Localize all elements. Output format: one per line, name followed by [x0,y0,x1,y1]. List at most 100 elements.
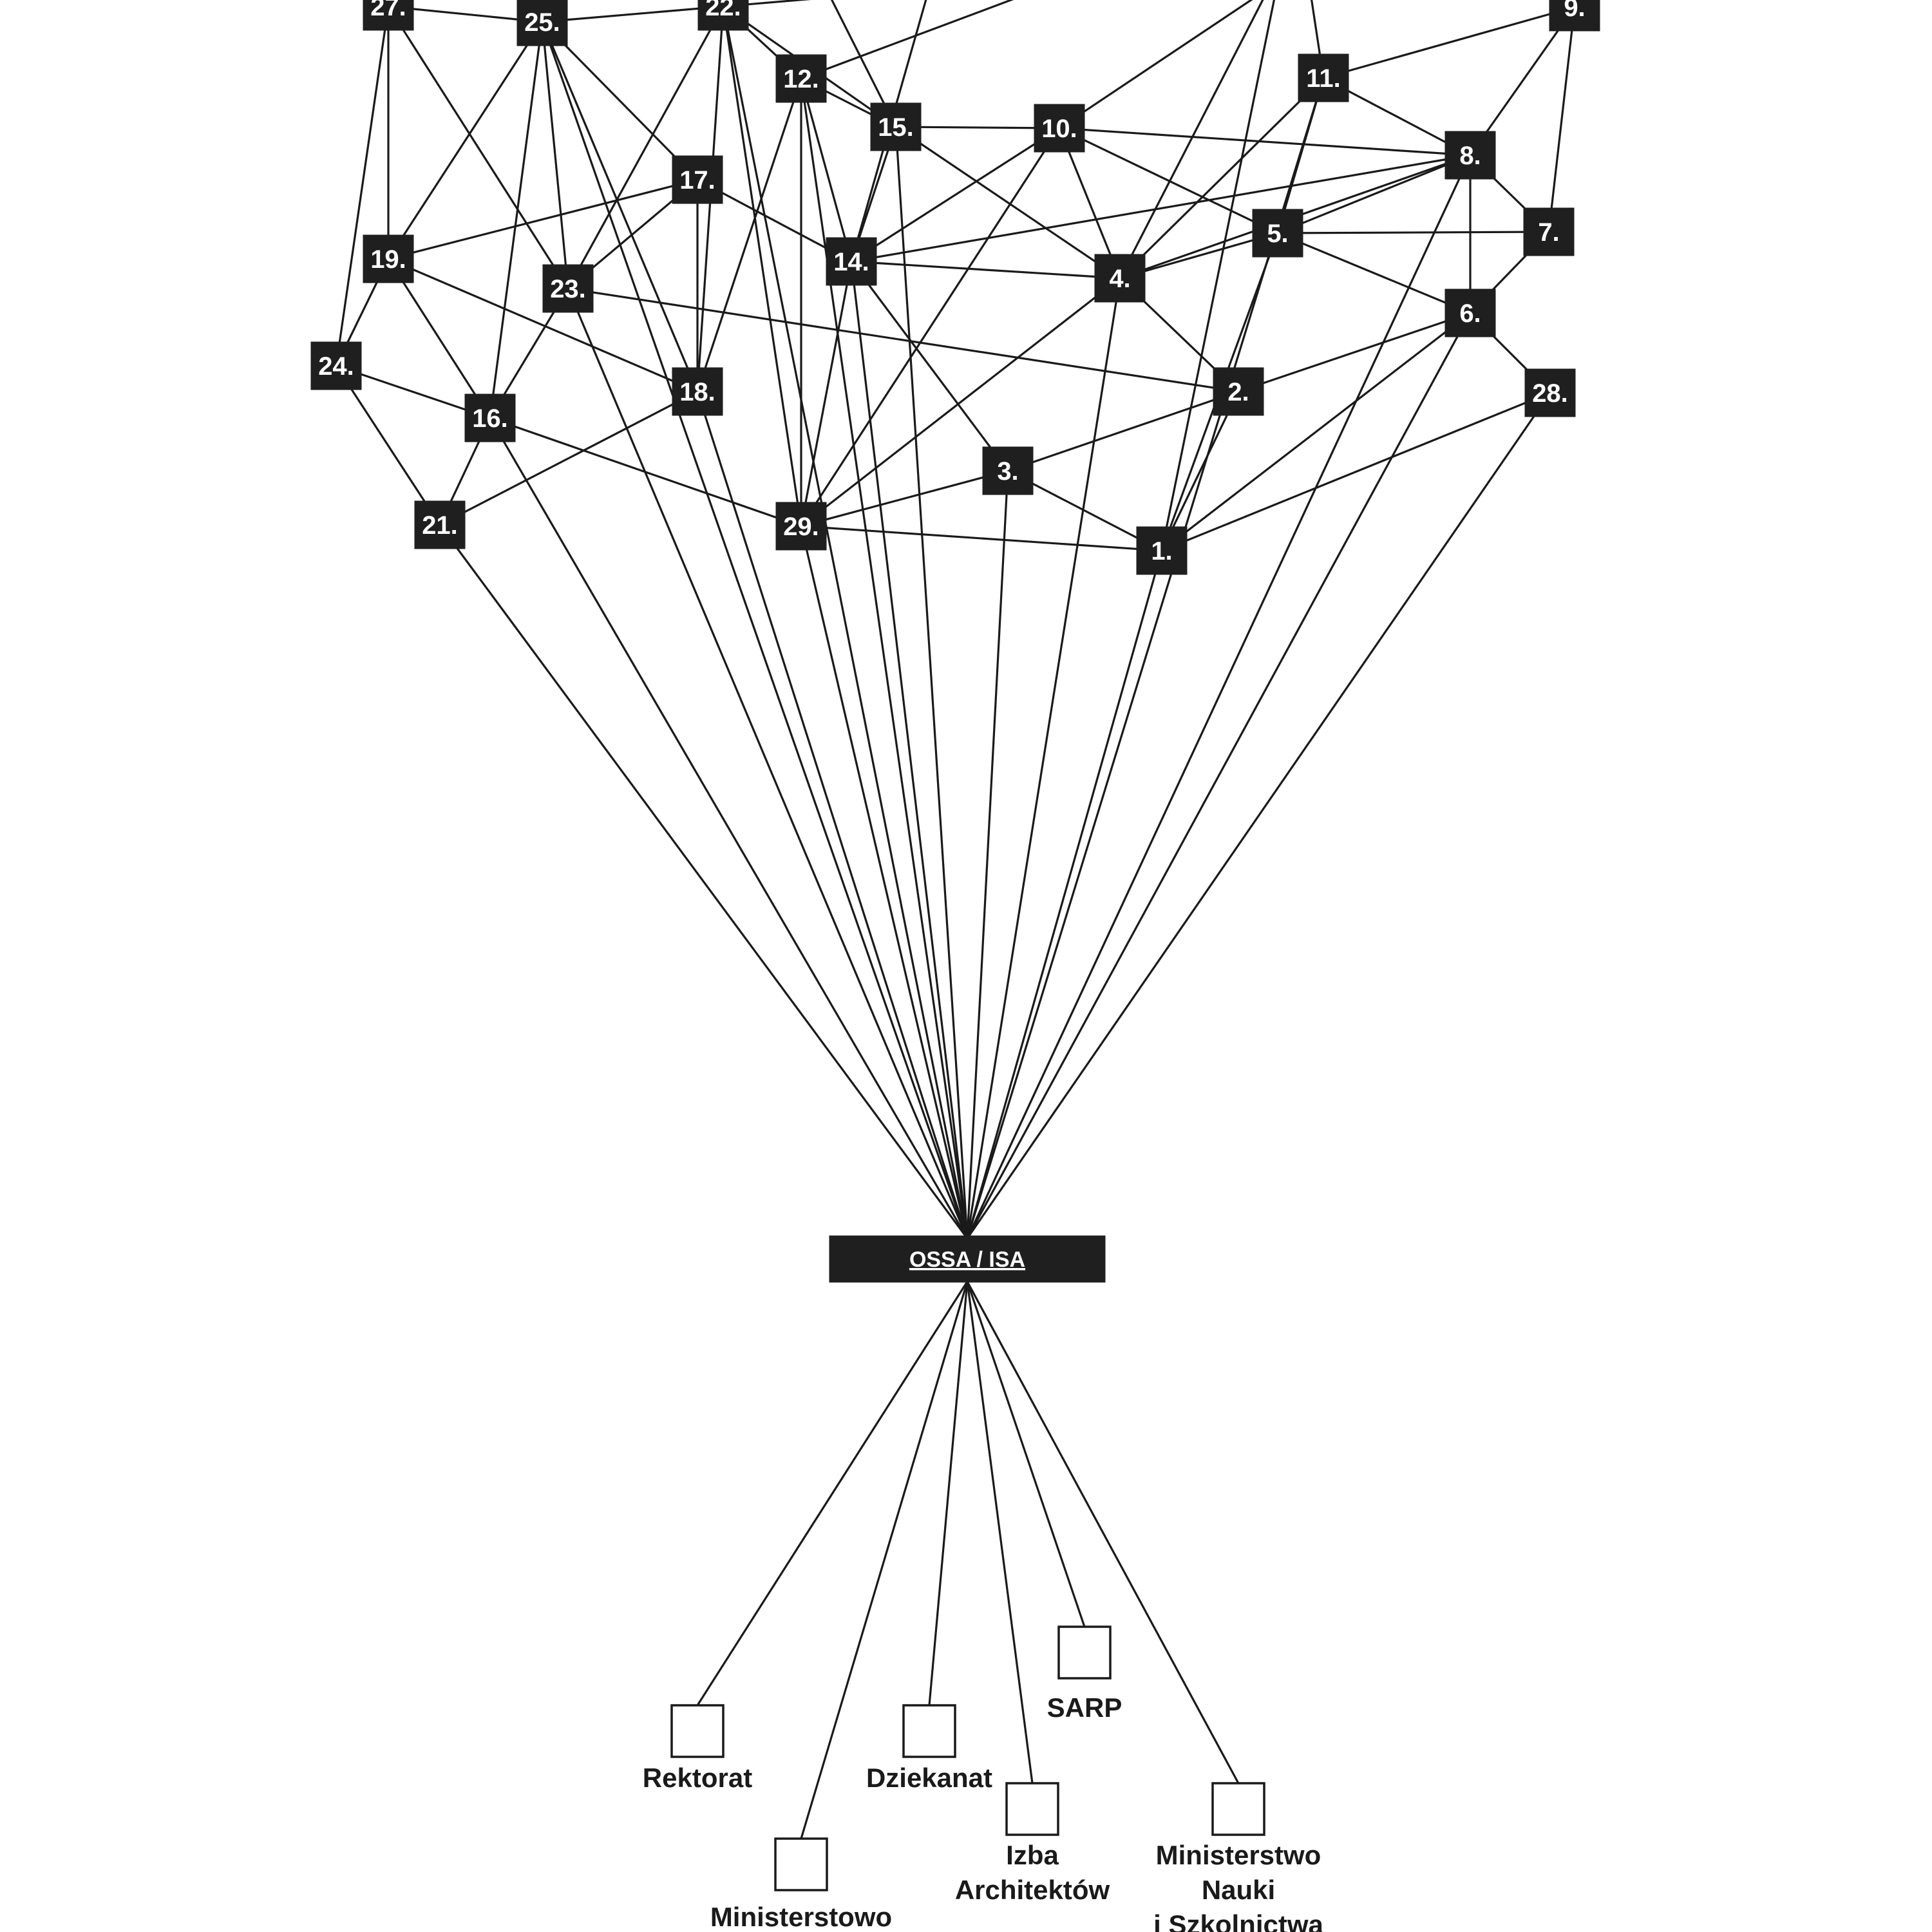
hub-layer: OSSA / ISA [829,1235,1106,1283]
edge-11-hub [966,77,1325,1239]
edge-10-14 [851,127,1060,263]
external-label: Dziekanat [866,1763,992,1793]
node-28: 28. [1524,368,1576,417]
node-label: 18. [679,378,715,406]
edge-25-22 [542,5,724,23]
node-box [1523,207,1575,256]
external-label: Rektorat [643,1763,752,1793]
edges-layer [335,0,1576,1839]
node-12: 12. [775,54,827,103]
external-label: SARP [1047,1692,1122,1723]
edge-25-18 [541,21,699,392]
node-box [414,500,466,549]
external-box [1005,1782,1059,1836]
node-10: 10. [1034,104,1085,153]
external-box [1211,1782,1265,1836]
edge-5-6 [1277,232,1471,314]
node-box [542,264,594,313]
external-box [670,1704,724,1758]
edge-hub-ministerstwo-nauki [966,1281,1240,1784]
edge-1-28 [1161,392,1551,552]
edge-14-4 [851,260,1121,279]
node-21: 21. [414,500,466,549]
node-25: 25. [516,0,568,46]
node-box [1444,131,1496,180]
external-ministerstowo: Ministerstowo [710,1837,892,1932]
external-label: Izba [1006,1840,1059,1870]
edge-8-hub [966,155,1472,1239]
node-box [1094,254,1146,303]
edge-22-hub [722,6,969,1239]
edge-29-3 [800,469,1009,527]
external-label: Ministerstowo [710,1902,892,1932]
edge-19-18 [388,258,698,393]
node-9: 9. [1549,0,1600,32]
node-label: 17. [679,166,715,194]
node-17: 17. [672,155,723,204]
node-label: 3. [997,457,1018,486]
edge-10-5 [1059,127,1278,234]
node-27: 27. [363,0,414,31]
node-6: 6. [1444,289,1496,337]
edge-25-19 [387,21,544,260]
edge-27-25 [388,5,543,23]
edge-9-8 [1469,6,1576,156]
edge-21-hub [439,524,969,1239]
edge-1-offscreen [1160,0,1276,551]
node-4: 4. [1094,254,1146,303]
node-5: 5. [1252,209,1303,258]
external-box [902,1704,956,1758]
node-8: 8. [1444,131,1496,180]
edge-10-offscreen [1059,0,1253,129]
node-box [1444,289,1496,337]
node-22: 22. [697,0,749,31]
edge-8-14 [851,154,1471,263]
edge-25-16 [489,21,544,419]
edge-22-23 [567,6,724,289]
edge-9-7 [1548,6,1576,232]
node-box [1252,209,1303,258]
node-label: 8. [1459,142,1481,170]
edge-6-1 [1161,312,1471,552]
edge-hub-ministerstowo [800,1281,969,1839]
edge-29-1 [800,525,1162,552]
edge-25-hub [541,21,969,1239]
edge-12-14 [800,78,853,262]
edge-28-hub [966,392,1551,1239]
node-box [363,234,414,283]
edge-27-23 [387,6,569,289]
node-23: 23. [542,264,594,313]
edge-4-29 [800,277,1121,527]
node-box [826,237,877,286]
edge-14-3 [850,261,1009,471]
hub-label: OSSA / ISA [909,1247,1025,1272]
external-label: Architektów [955,1875,1110,1905]
external-box [1057,1625,1112,1680]
node-label: 9. [1564,0,1585,22]
node-label: 27. [370,0,406,21]
edge-14-29 [800,261,853,527]
external-label: Ministerstwo [1156,1840,1321,1870]
edge-24-16 [336,365,491,419]
edge-4-offscreen [1119,0,1264,279]
node-box [1524,368,1576,417]
node-box [516,0,568,46]
edge-16-hub [489,417,969,1239]
edge-3-hub [966,470,1009,1239]
node-label: 4. [1109,265,1130,293]
edge-22-offscreen [723,0,811,8]
node-label: 16. [472,404,508,433]
edge-27-24 [335,6,390,366]
node-box [982,446,1034,495]
node-19: 19. [363,234,414,283]
edge-6-2 [1238,312,1471,393]
node-box [775,54,827,103]
node-label: 21. [422,511,458,540]
node-7: 7. [1523,207,1575,256]
edge-12-18 [696,78,802,392]
edge-6-hub [966,312,1472,1239]
edge-23-hub [567,288,969,1239]
edge-19-16 [387,258,491,419]
edge-29-hub [800,526,969,1239]
